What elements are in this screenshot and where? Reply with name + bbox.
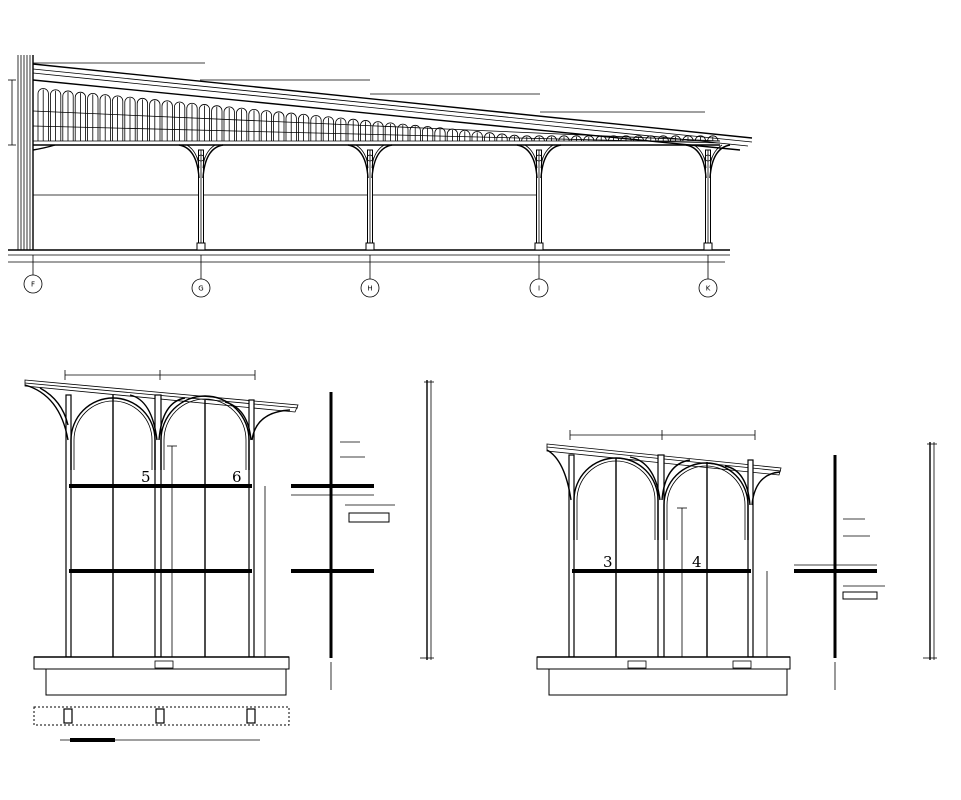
top-dimension-chains <box>33 62 705 113</box>
svg-text:H: H <box>367 285 372 293</box>
svg-text:F: F <box>31 281 35 289</box>
grid-axis-h: H <box>360 255 380 298</box>
window-mullions <box>615 458 708 657</box>
left-wall <box>8 55 34 250</box>
plan-strip <box>33 706 290 742</box>
column-1 <box>178 144 224 251</box>
grid-axis-g: G <box>191 255 211 298</box>
grid-axis-f: F <box>23 255 43 294</box>
panel-number-3: 3 <box>603 553 613 571</box>
panel-number-4: 4 <box>692 553 702 571</box>
window-base <box>33 656 290 696</box>
panel-number-6: 6 <box>232 468 242 486</box>
panel-number-5: 5 <box>141 468 151 486</box>
sloped-roof <box>32 63 753 151</box>
window-mullions <box>112 395 206 657</box>
profile-left <box>420 380 434 660</box>
grid-axis-i: I <box>529 255 549 298</box>
profile-right <box>923 442 937 660</box>
window-columns <box>568 454 754 658</box>
svg-text:G: G <box>198 285 203 293</box>
columns <box>32 144 731 251</box>
window-transoms <box>69 484 252 573</box>
svg-text:I: I <box>538 285 540 293</box>
section-left <box>291 392 395 690</box>
column-4 <box>685 144 731 251</box>
section-right <box>794 455 885 690</box>
window-base <box>536 656 791 696</box>
window-detail-left: 5 6 <box>24 370 299 742</box>
column-3 <box>516 144 562 251</box>
grid-axis-k: K <box>698 255 718 298</box>
glazed-arcade <box>32 88 721 146</box>
column-2 <box>347 144 393 251</box>
svg-text:K: K <box>706 285 711 293</box>
window-detail-right: 3 4 <box>536 430 791 696</box>
